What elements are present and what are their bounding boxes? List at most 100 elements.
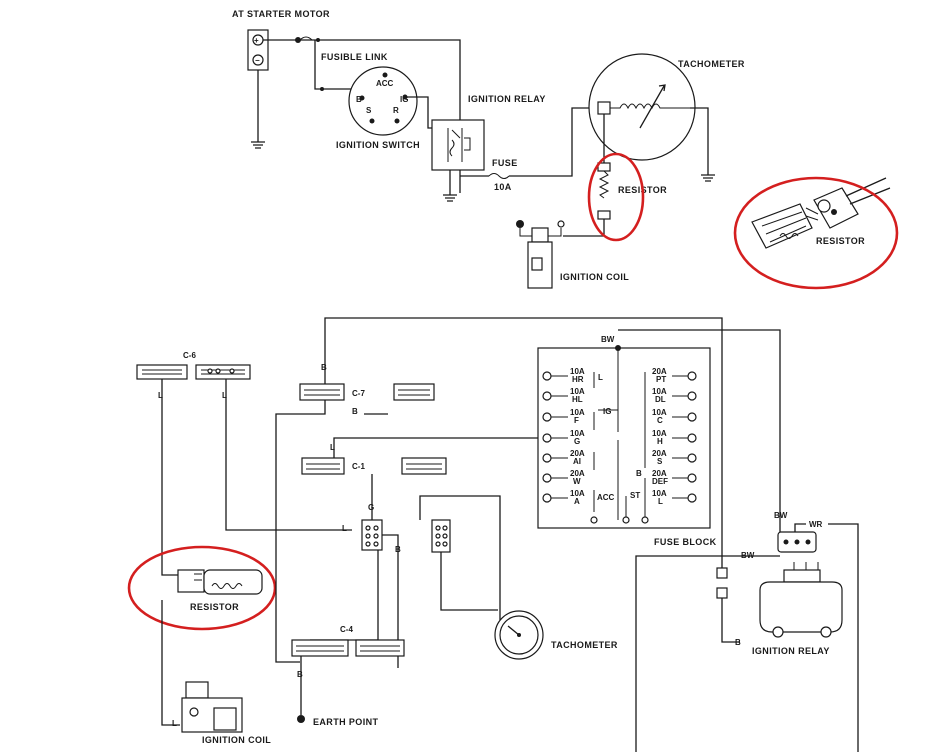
connector-c1 [301,457,447,475]
terminal-ig: IG [400,95,408,104]
svg-text:H: H [657,437,663,446]
wire-l-3: L [342,524,347,533]
earth-point-label: EARTH POINT [313,717,379,727]
c7-label: C-7 [352,389,365,398]
fuse-label: FUSE [492,158,518,168]
ignition-coil-label-bottom: IGNITION COIL [202,735,271,745]
svg-text:20A: 20A [652,367,667,376]
fusible-link-node [295,37,301,43]
ignition-switch-label: IGNITION SWITCH [336,140,420,150]
svg-text:10A: 10A [652,429,667,438]
resistor-bottom [177,569,263,595]
wire-g: G [368,503,374,512]
tachometer-label-top: TACHOMETER [678,59,745,69]
wire-l-2: L [222,391,227,400]
svg-text:A: A [574,497,580,506]
svg-text:20A: 20A [570,449,585,458]
ignition-coil-label-top: IGNITION COIL [560,272,629,282]
c6-l-wire-1 [161,379,178,576]
terminal-s: S [366,106,372,115]
plus-sign: + [254,36,259,45]
svg-text:AI: AI [573,457,581,466]
svg-text:F: F [574,416,579,425]
tach-connector [431,519,451,553]
ignition-relay-label-bottom: IGNITION RELAY [752,646,830,656]
svg-text:C: C [657,416,663,425]
svg-text:W: W [573,477,581,486]
fuse-block-label: FUSE BLOCK [654,537,717,547]
svg-text:L: L [598,373,603,382]
tach-connector-wire [419,495,501,620]
minus-sign: − [255,56,260,65]
svg-text:ST: ST [630,491,640,500]
tachometer-top [588,53,696,161]
wire-b-1: B [321,363,327,372]
wire-wr: WR [809,520,823,529]
earth-point-symbol [297,715,305,723]
starter-motor-label: AT STARTER MOTOR [232,9,330,19]
wire-l-1: L [158,391,163,400]
svg-text:PT: PT [656,375,666,384]
fusible-link-symbol [299,36,313,41]
svg-text:10A: 10A [652,387,667,396]
ignition-coil-bottom [181,681,243,733]
svg-text:20A: 20A [652,449,667,458]
svg-text:S: S [657,457,663,466]
c4-label: C-4 [340,625,353,634]
fuse-block: 10A HR 10A HL 10A F 10A G 20A AI 20A W 1… [537,347,711,529]
ignition-relay-bottom [759,531,843,638]
svg-text:10A: 10A [570,489,585,498]
highlight-bottom-resistor [127,545,277,631]
svg-text:10A: 10A [570,408,585,417]
ignition-relay-label-top: IGNITION RELAY [468,94,546,104]
fuse-10a-symbol [488,173,510,179]
wire-b-4: B [297,670,303,679]
terminal-acc: ACC [376,79,394,88]
fuse-bus-ig [598,348,619,520]
c1-l-wire [333,437,540,458]
resistor-to-coil-wire-bottom [161,600,180,726]
fuse-left-column: 10A HR 10A HL 10A F 10A G 20A AI 20A W 1… [570,367,585,506]
junction-connector [361,519,383,551]
c7-b-wire-top [324,317,723,510]
tach-ground [690,107,715,182]
svg-text:10A: 10A [570,367,585,376]
highlight-resistor-photo [733,176,899,290]
wire-bw-3: BW [741,551,755,560]
svg-text:DEF: DEF [652,477,668,486]
ignition-coil-top [516,220,565,289]
wire-b-5: B [735,638,741,647]
c6-l-wire-2 [225,379,352,531]
tachometer-bottom [494,610,544,660]
wire-bw-2: BW [774,511,788,520]
connector-c4 [291,639,405,657]
bw-wire-to-relay [618,329,781,545]
bw-wire-lower [635,555,780,752]
wire-l-4: L [172,719,177,728]
svg-text:L: L [658,497,663,506]
c6-label: C-6 [183,351,196,360]
connector-c7 [299,383,435,401]
tachometer-label-bottom: TACHOMETER [551,640,618,650]
resistor-label-bottom: RESISTOR [190,602,239,612]
svg-text:B: B [636,469,642,478]
ignition-switch-b-wire [314,40,352,90]
connector-c6 [136,364,251,380]
svg-text:HL: HL [572,395,583,404]
c7-b-wire-left [275,400,326,663]
fusible-link-label: FUSIBLE LINK [321,52,388,62]
ignition-switch: ACC B IG S R [348,66,418,136]
svg-text:20A: 20A [652,469,667,478]
fuse-block-terminals [542,371,697,503]
svg-text:ACC: ACC [597,493,615,502]
c1-label: C-1 [352,462,365,471]
highlight-top-resistor [587,152,645,242]
wire-b-2: B [352,407,358,416]
svg-text:IG: IG [603,407,611,416]
ignition-relay-top [431,119,485,202]
terminal-b: B [356,95,362,104]
fuse-to-tach-wire [509,107,598,177]
resistor-top [597,162,611,220]
